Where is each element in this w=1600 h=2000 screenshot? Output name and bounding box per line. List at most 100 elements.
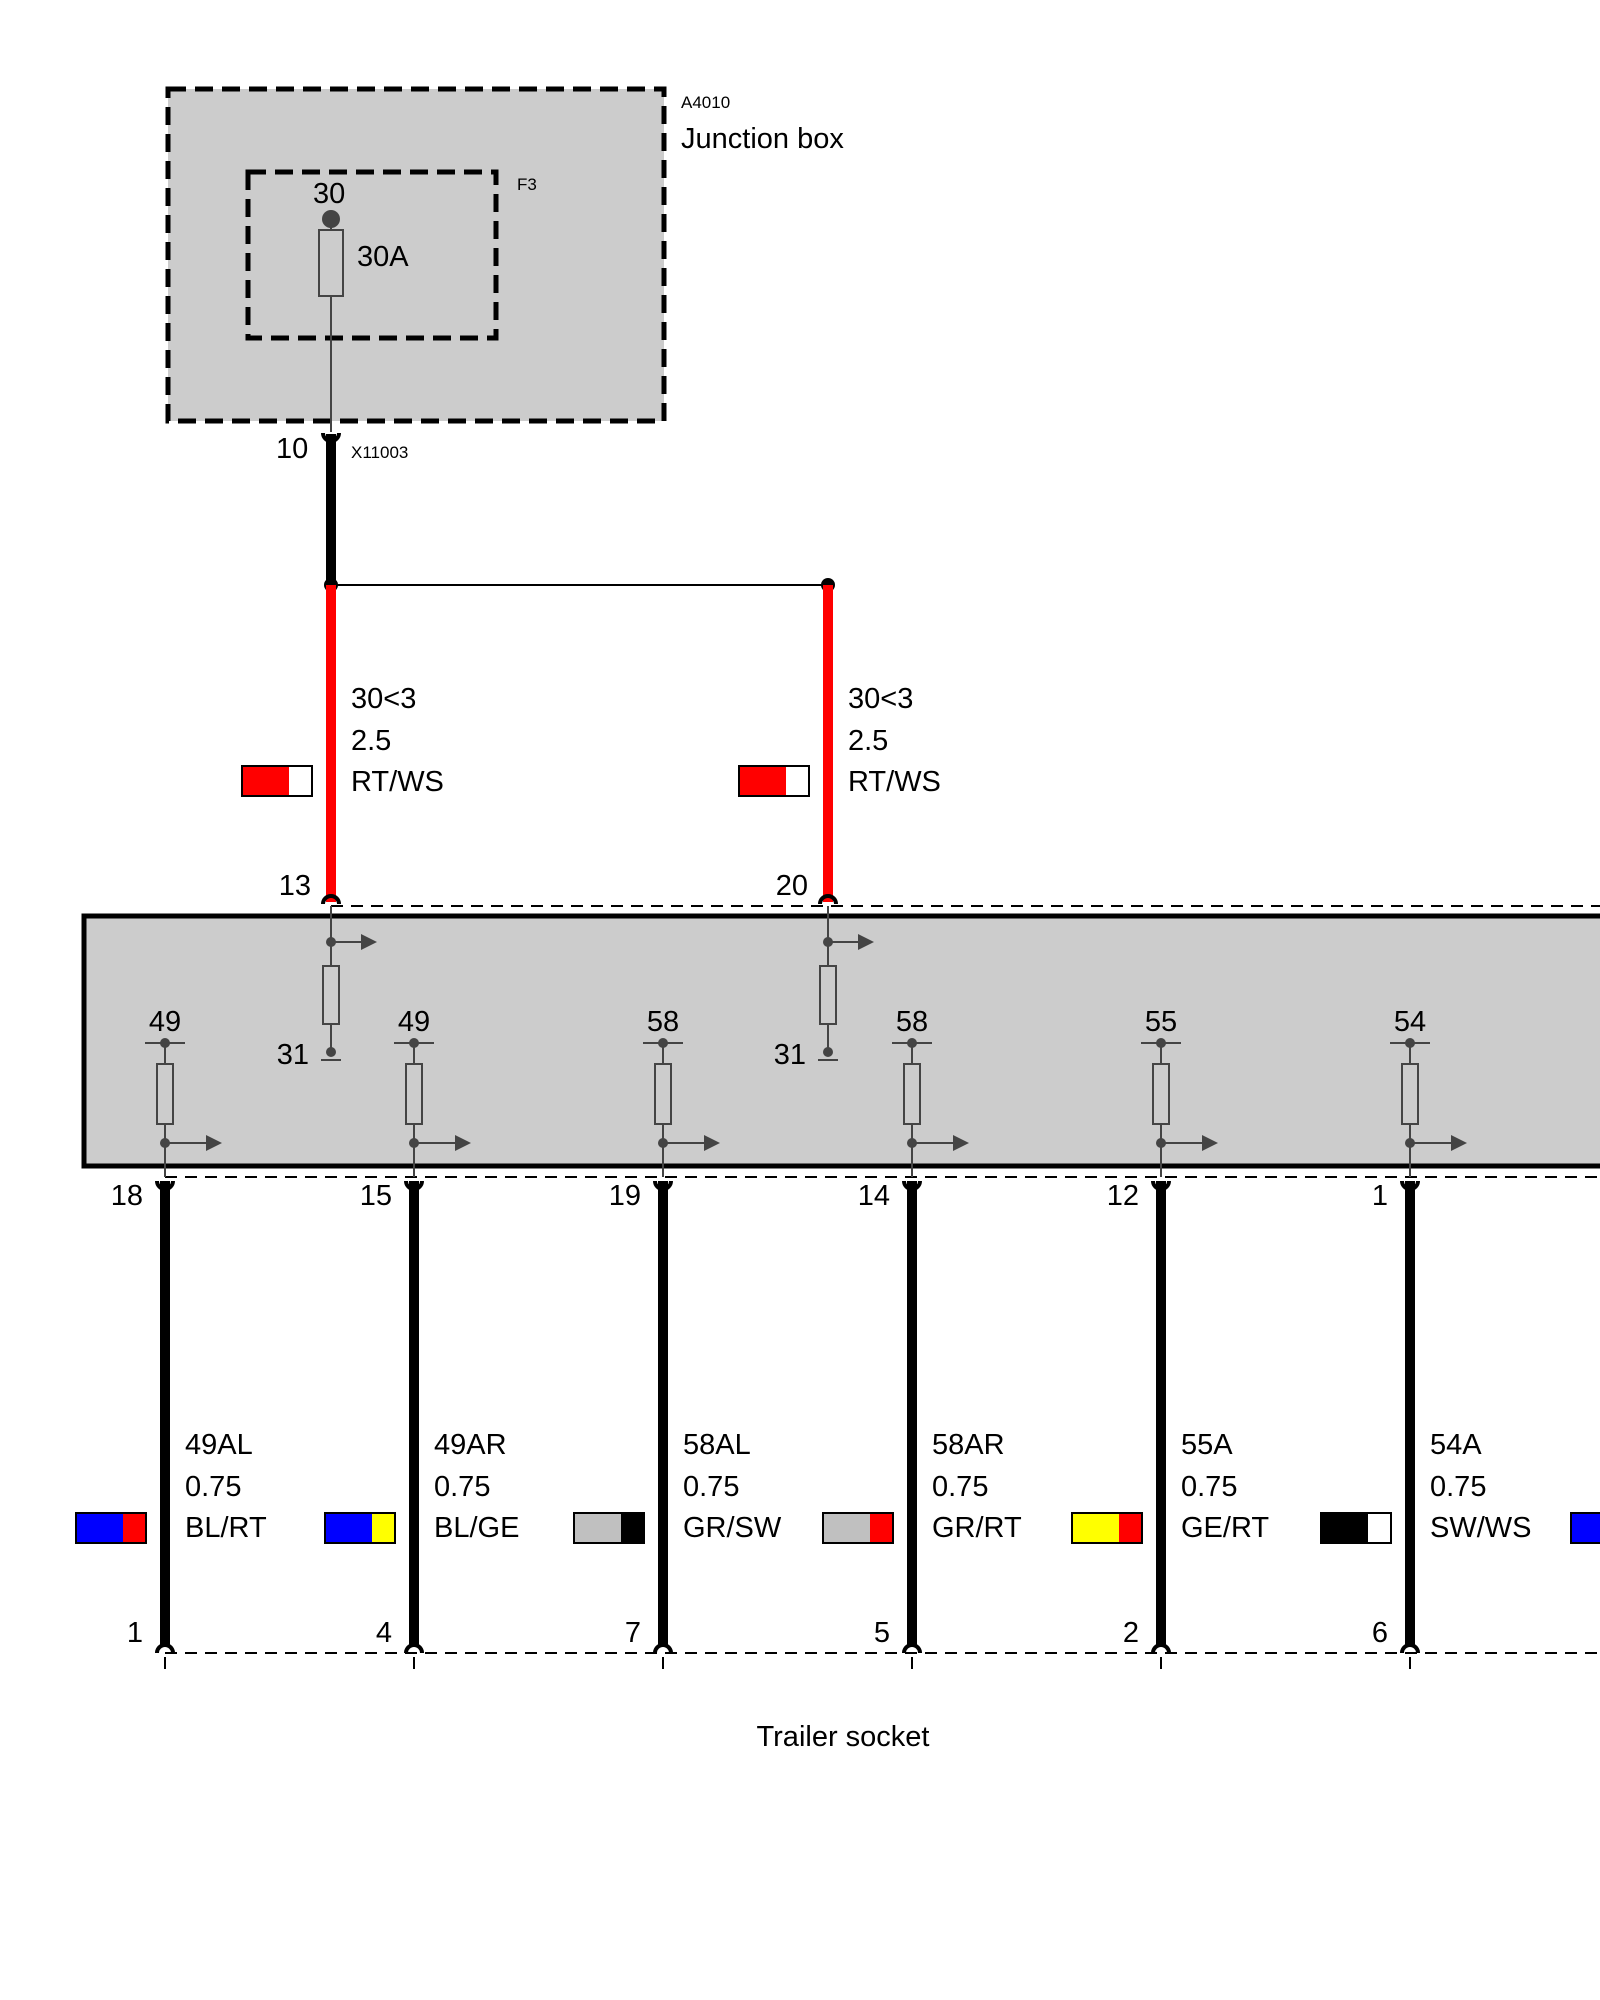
module-pin-label: 12 [1107,1180,1139,1212]
internal-terminal-label: 55 [1145,1006,1177,1038]
wire-size-label: 0.75 [683,1471,739,1503]
wire-color-swatch [324,1512,396,1544]
connector-pin-cup [653,1643,673,1654]
socket-pin-label: 1 [127,1617,143,1649]
internal-terminal-label: 49 [149,1006,181,1038]
swatch-primary-color [1571,1513,1600,1543]
wire-color-swatch [241,765,313,797]
wire-color-swatch [738,765,810,797]
socket-pin-label: 4 [376,1617,392,1649]
fuse-symbol [318,229,344,297]
fuse-terminal: 30 [313,178,345,210]
resistor-symbol [654,1063,672,1125]
wire-signal-label: 58AR [932,1429,1005,1461]
wire-signal-label: 49AR [434,1429,507,1461]
swatch-outline [75,1512,147,1544]
resistor-symbol [1152,1063,1170,1125]
fuse-id: F3 [517,175,537,194]
module-pin-label: 15 [360,1180,392,1212]
swatch-outline [573,1512,645,1544]
connector-pin-cup [1400,1643,1420,1654]
wire-color-swatch [822,1512,894,1544]
socket-pin-label: 6 [1372,1617,1388,1649]
wire-size-label: 2.5 [848,725,888,757]
swatch-stripe-color [1119,1513,1142,1543]
wire-size-label: 0.75 [1430,1471,1486,1503]
internal-terminal-label: 54 [1394,1006,1426,1038]
ground-node [823,1047,833,1057]
ground-label: 31 [277,1039,309,1071]
resistor-symbol [405,1063,423,1125]
swatch-outline [241,765,313,797]
supply-wire-1: 30<3 2.5RT/WS 13 31 [241,585,444,1071]
connector-pin-cup [902,1643,922,1654]
wire-color-code-label: BL/GE [434,1512,519,1544]
connector-pin-cup [155,1643,175,1654]
swatch-primary-color [739,766,786,796]
swatch-outline [1320,1512,1392,1544]
swatch-stripe-color [870,1513,893,1543]
junction-box-id: A4010 [681,93,730,112]
trailer-socket-label: Trailer socket [757,1721,930,1753]
swatch-stripe-color [621,1513,644,1543]
swatch-stripe-color [372,1513,395,1543]
wire-size-label: 0.75 [185,1471,241,1503]
resistor-symbol [819,965,837,1025]
wire-size-label: 0.75 [434,1471,490,1503]
module-pin-label: 14 [858,1180,890,1212]
swatch-primary-color [76,1513,123,1543]
swatch-outline [822,1512,894,1544]
wire-color-swatch [1320,1512,1392,1544]
wire-color-code-label: BL/RT [185,1512,267,1544]
resistor-symbol [322,965,340,1025]
module-pin-label: 19 [609,1180,641,1212]
wire-signal-label: 55A [1181,1429,1233,1461]
junction-box: A4010 Junction box F3 30 30A 10 X11003 [165,86,844,465]
connector-pin-cup [818,894,838,905]
swatch-stripe-color [1368,1513,1391,1543]
wire-color-code-label: RT/WS [848,766,941,798]
module-pin-label: 1 [1372,1180,1388,1212]
wire-color-swatch [1071,1512,1143,1544]
wire-signal-label: 58AL [683,1429,751,1461]
swatch-primary-color [574,1513,621,1543]
wire-signal-label: 54A [1430,1429,1482,1461]
junction-box-outline [165,86,667,424]
wire-color-swatch [573,1512,645,1544]
socket-pin-label: 7 [625,1617,641,1649]
connector-pin-cup [1151,1643,1171,1654]
swatch-outline [324,1512,396,1544]
fuse-holder-outline [245,169,499,341]
wire-color-code-label: GR/SW [683,1512,782,1544]
wire-size-label: 0.75 [932,1471,988,1503]
module-pin-label: 20 [776,870,808,902]
trailer-socket: Trailer socket [165,1652,1600,1753]
swatch-stripe-color [786,766,809,796]
wire-color-code-label: GR/RT [932,1512,1022,1544]
resistor-symbol [1401,1063,1419,1125]
swatch-outline [1570,1512,1600,1544]
ground-node [326,1047,336,1057]
partial-color-swatch [1570,1512,1600,1544]
wire-signal-label: 49AL [185,1429,253,1461]
wire-signal-label: 30<3 [351,683,416,715]
socket-pin-label: 2 [1123,1617,1139,1649]
module-pin-label: 13 [279,870,311,902]
fuse-rating: 30A [357,241,409,273]
connector-pin-cup [321,432,341,443]
wire-size-label: 0.75 [1181,1471,1237,1503]
swatch-stripe-color [289,766,312,796]
trailer-module [81,905,1600,1178]
wire-size-label: 2.5 [351,725,391,757]
swatch-primary-color [1321,1513,1368,1543]
wire-color-code-label: RT/WS [351,766,444,798]
swatch-primary-color [242,766,289,796]
